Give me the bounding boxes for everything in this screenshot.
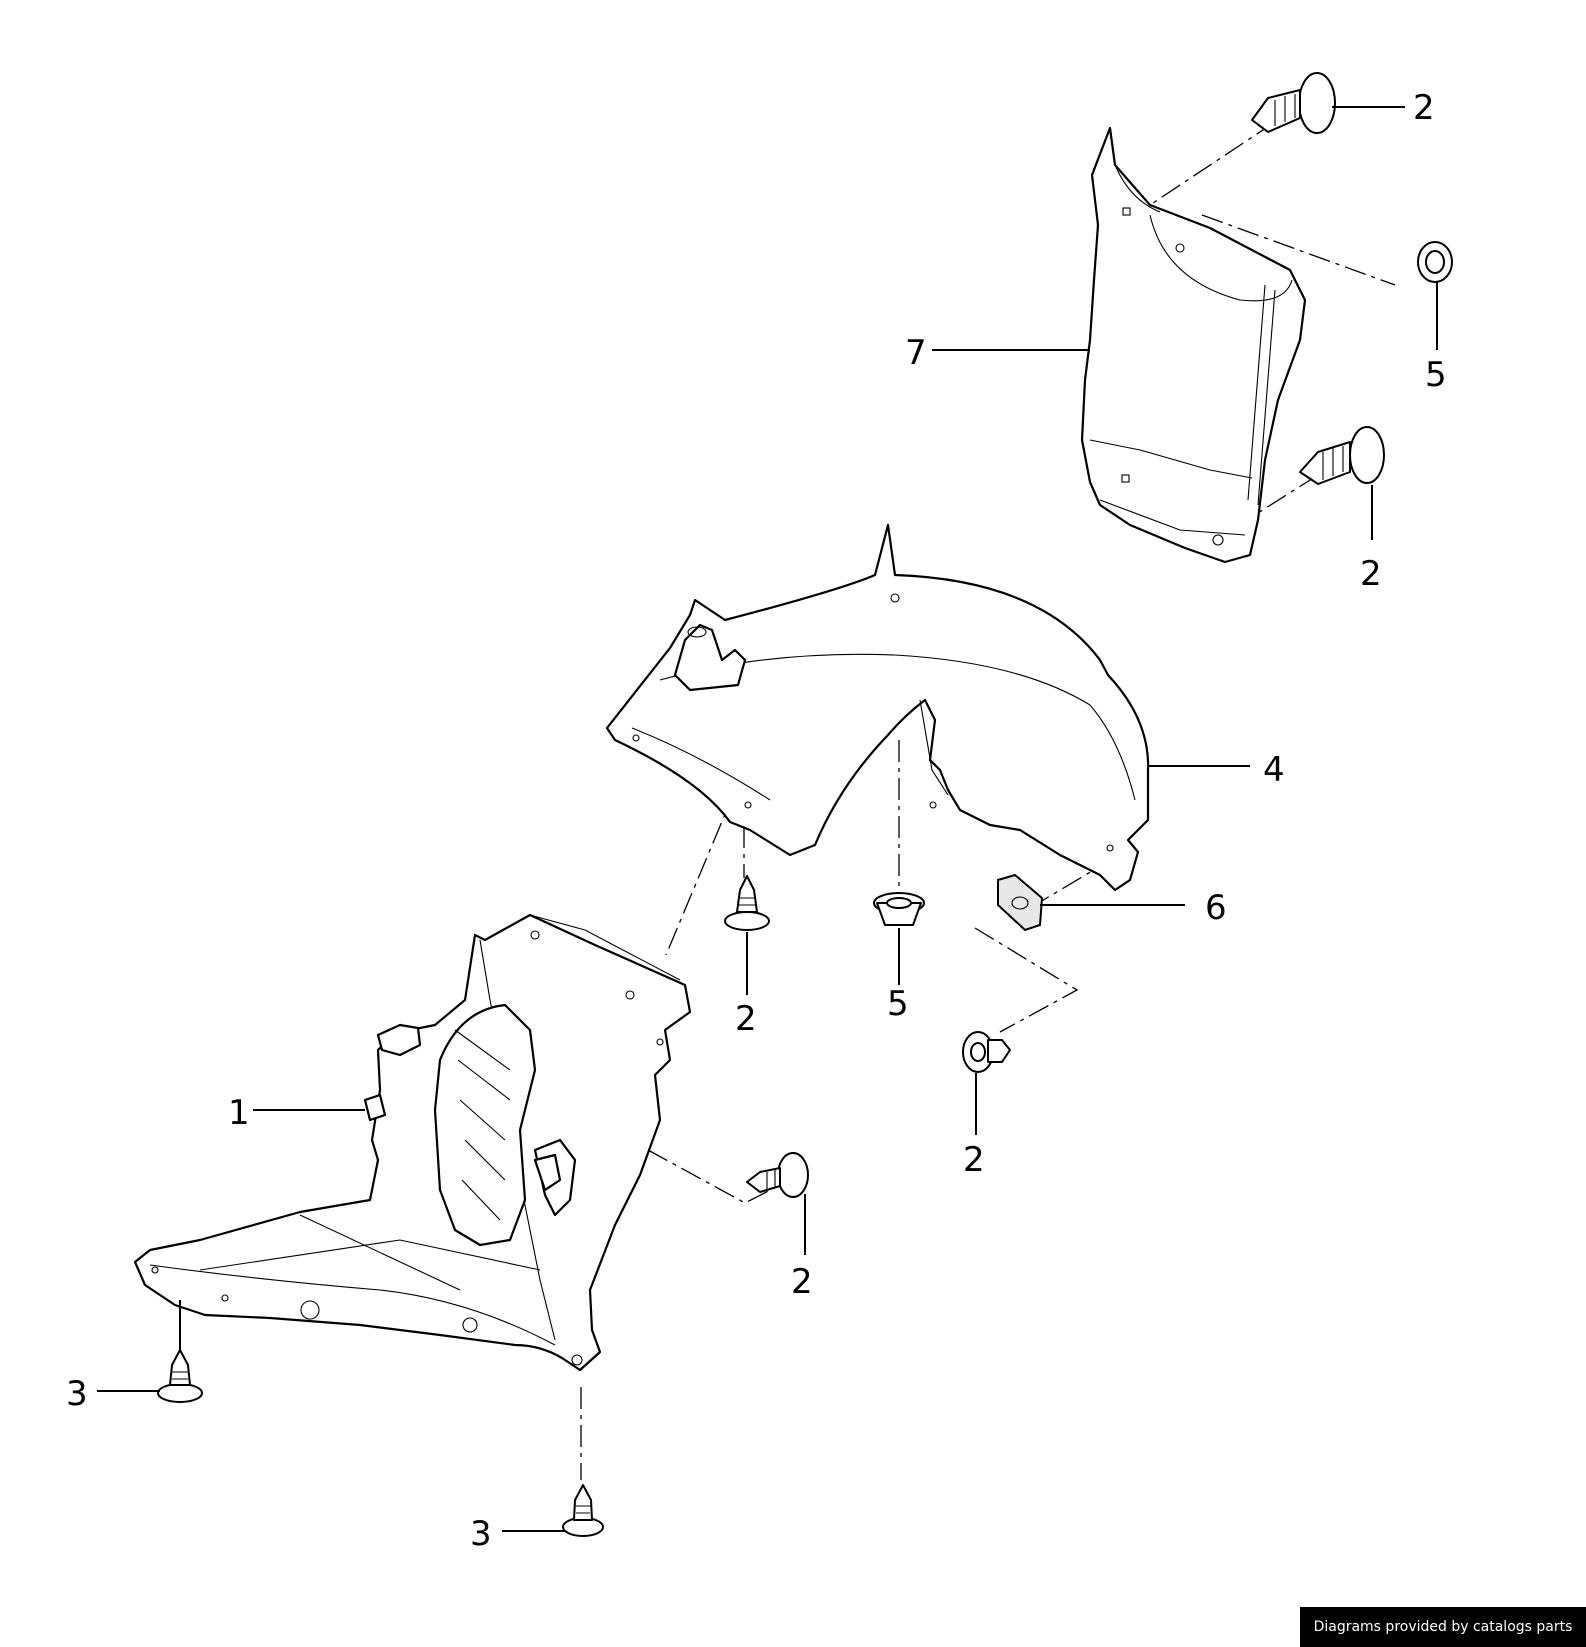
speed-nut-6 — [997, 873, 1044, 932]
callout-4: 4 — [1263, 750, 1285, 790]
screw-2-mid — [724, 875, 770, 931]
screw-2-lower-mid — [746, 1152, 809, 1198]
screw-3-bottom — [562, 1484, 604, 1537]
clip-5-mid — [873, 892, 925, 926]
screw-2-lower-right — [962, 1031, 1011, 1073]
callout-3-left: 3 — [66, 1374, 88, 1414]
callout-5-mid: 5 — [887, 984, 909, 1024]
leader-lines — [97, 106, 1438, 1532]
callout-2-lower-right: 2 — [963, 1140, 985, 1180]
part-7-trim-panel — [1080, 126, 1307, 564]
part-1-front-liner — [133, 913, 692, 1372]
callout-7: 7 — [905, 333, 927, 373]
callout-5-top: 5 — [1425, 355, 1447, 395]
callout-2-lower-mid: 2 — [791, 1262, 813, 1302]
callout-1: 1 — [228, 1093, 250, 1133]
callout-2-top: 2 — [1413, 88, 1435, 128]
callout-2-mid: 2 — [735, 999, 757, 1039]
screw-3-left — [157, 1349, 203, 1403]
callout-3-bottom: 3 — [470, 1514, 492, 1554]
screw-2-right — [1299, 426, 1385, 485]
callout-2-right: 2 — [1360, 554, 1382, 594]
callout-6: 6 — [1205, 888, 1227, 928]
screw-2-top — [1251, 72, 1336, 134]
washer-5-top — [1417, 241, 1453, 283]
callout-labels: 2 5 2 7 4 6 2 5 2 2 1 3 3 — [66, 88, 1447, 1554]
credit-text: Diagrams provided by catalogs parts — [1313, 1619, 1573, 1635]
part-4-wheel-arch-liner — [605, 523, 1150, 892]
credit-banner: Diagrams provided by catalogs parts — [1300, 1607, 1586, 1647]
